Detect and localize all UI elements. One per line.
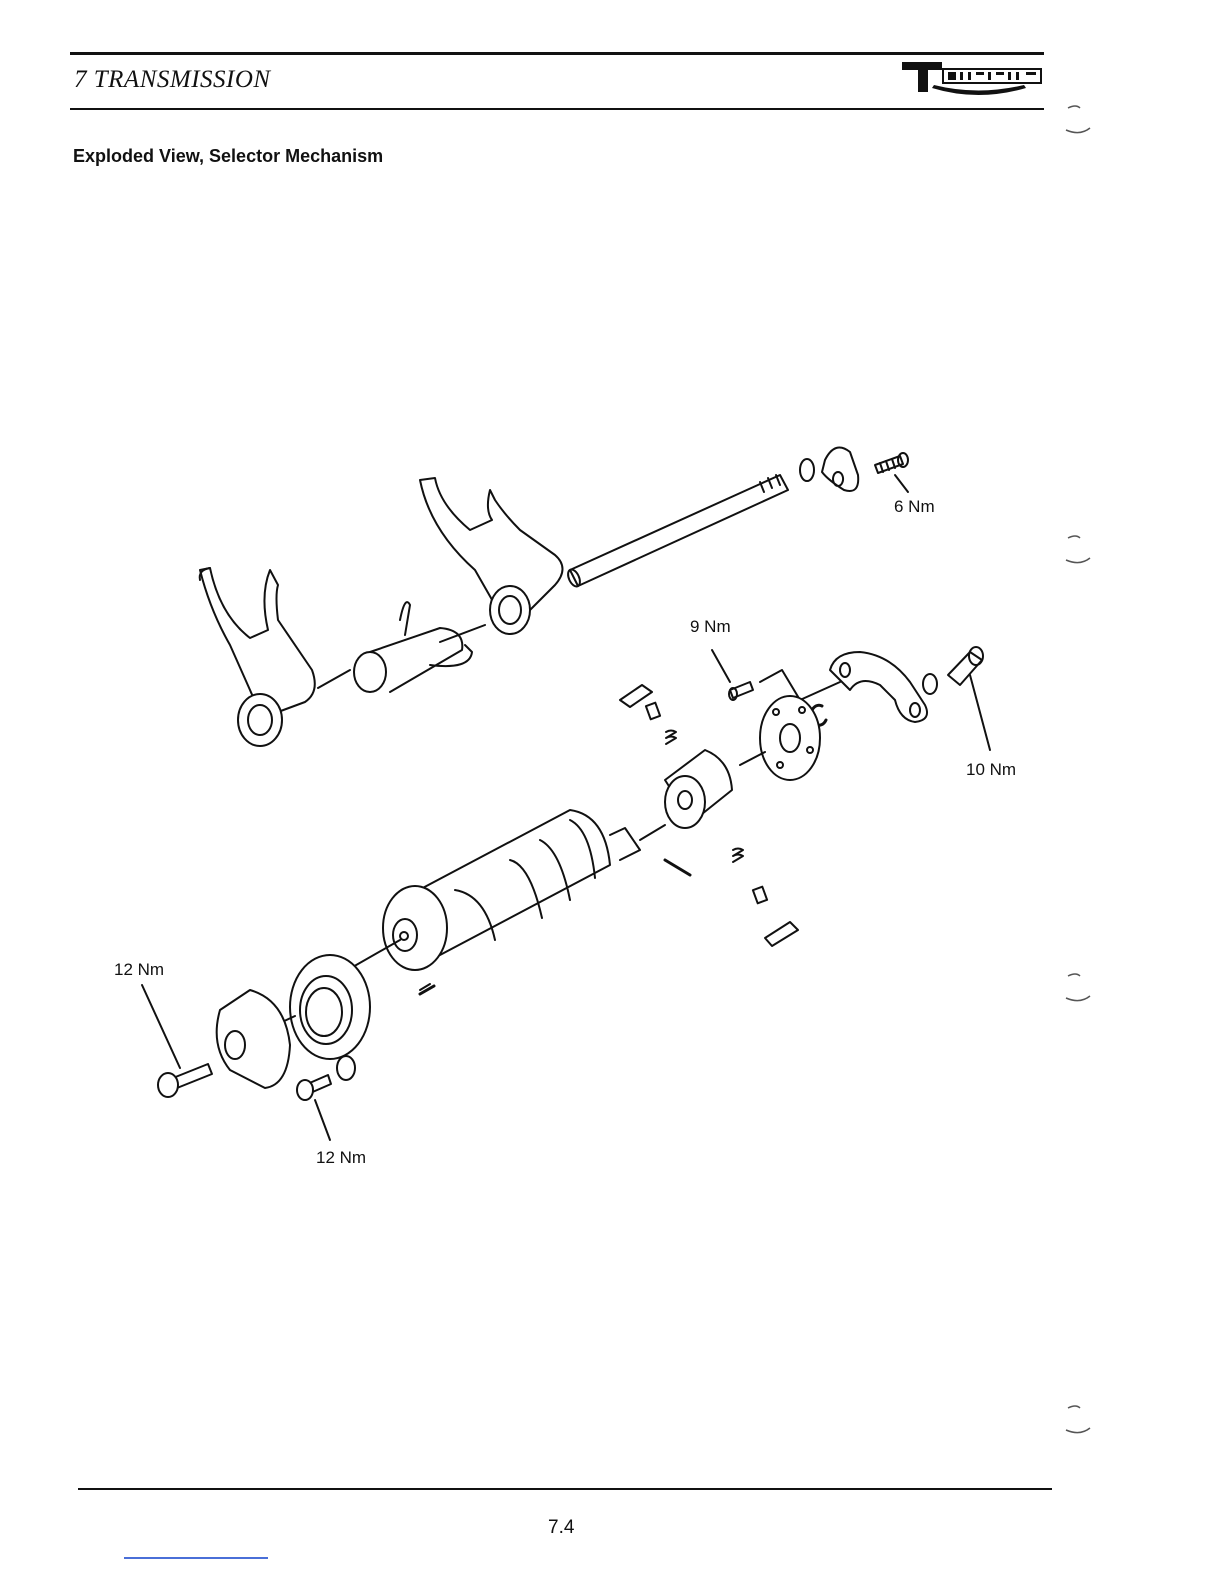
washer-detent — [923, 674, 937, 694]
selector-fork-right — [420, 478, 563, 634]
bolt-10nm — [948, 647, 990, 750]
torque-label-12nm-left: 12 Nm — [114, 960, 164, 980]
binder-hole-mark — [1060, 1400, 1096, 1436]
washer-top — [800, 459, 814, 481]
selector-drum — [330, 810, 665, 990]
plunger-upper — [646, 703, 660, 720]
detent-star-plate — [740, 696, 820, 780]
header-bottom-rule — [70, 108, 1044, 110]
link-underline — [124, 1557, 268, 1559]
page-heading: Exploded View, Selector Mechanism — [73, 146, 383, 167]
bolt-12nm-bottom — [297, 1056, 355, 1140]
torque-label-12nm-bottom: 12 Nm — [316, 1148, 366, 1168]
bolt-12nm-left — [142, 985, 212, 1097]
drum-cam — [665, 750, 732, 828]
torque-label-6nm: 6 Nm — [894, 497, 935, 517]
detent-arm — [830, 652, 927, 722]
triumph-logo — [898, 58, 1044, 98]
plunger-cap-upper — [620, 685, 652, 707]
footer-rule — [78, 1488, 1052, 1490]
header-top-rule — [70, 52, 1044, 55]
page-number: 7.4 — [548, 1517, 574, 1539]
bolt-6nm — [875, 453, 908, 492]
plunger-lower — [753, 887, 767, 904]
pin-lower — [420, 986, 434, 994]
torque-label-9nm: 9 Nm — [690, 617, 731, 637]
spring-upper — [666, 731, 676, 745]
binder-hole-mark — [1060, 100, 1096, 136]
drum-end-plate — [217, 990, 290, 1088]
selector-fork-left — [200, 568, 350, 746]
binder-hole-mark — [1060, 530, 1096, 566]
fork-shaft — [566, 475, 788, 588]
torque-label-10nm: 10 Nm — [966, 760, 1016, 780]
plunger-cap-lower — [765, 922, 798, 946]
spring-lower — [733, 849, 743, 863]
selector-mechanism-diagram — [100, 420, 1060, 1190]
retaining-plate-top — [822, 448, 858, 492]
pin-upper — [665, 860, 690, 875]
selector-fork-middle — [354, 602, 485, 692]
bolt-9nm — [712, 650, 840, 700]
binder-hole-mark — [1060, 968, 1096, 1004]
section-title: 7 TRANSMISSION — [74, 66, 271, 94]
